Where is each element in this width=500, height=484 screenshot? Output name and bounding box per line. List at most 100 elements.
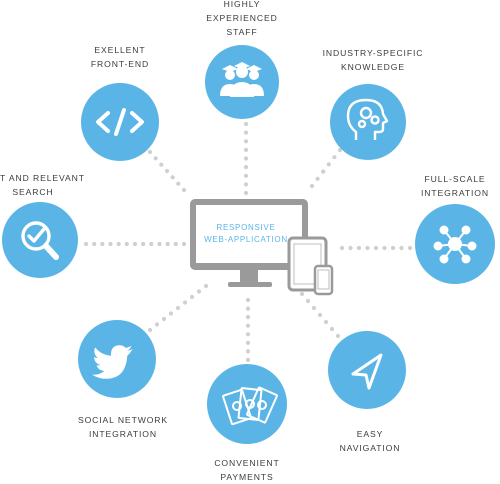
connector-dot (329, 326, 335, 332)
label-line: INDUSTRY-SPECIFIC (322, 48, 424, 58)
label-line: EXPERIENCED (206, 13, 278, 23)
connector-dot (243, 139, 249, 144)
connector-dot (245, 315, 251, 320)
connector-dot (311, 305, 317, 311)
label-line: EASY (356, 429, 384, 439)
connector-dot (337, 147, 343, 153)
label-payments: CONVENIENT PAYMENTS (207, 456, 287, 484)
connector-bottom (245, 297, 251, 363)
connector-dot (245, 340, 251, 345)
feature-node-experienced-staff (205, 45, 279, 119)
connector-bottom-right (299, 291, 341, 339)
head-gears-icon (346, 98, 389, 140)
feature-node-social (78, 320, 156, 398)
connector-dot (164, 168, 170, 174)
connector-dot (243, 173, 249, 178)
connector-dot (108, 241, 113, 247)
connector-dot (175, 305, 181, 311)
connector-dot (83, 241, 89, 247)
label-line: EXELLENT (94, 45, 146, 55)
phone-screen (317, 269, 330, 290)
connector-dot (243, 165, 249, 170)
feature-node-integration (415, 204, 495, 284)
label-line: HIGHLY (223, 0, 261, 9)
monitor-stand (228, 282, 272, 287)
connector-dot (356, 245, 362, 251)
label-experienced-staff: HIGHLY EXPERIENCED STAFF (202, 0, 282, 39)
connector-dot (245, 349, 251, 354)
connector-dot (168, 311, 174, 316)
connector-dot (170, 175, 175, 180)
connector-dot (149, 241, 154, 247)
label-line: SOCIAL NETWORK (77, 415, 169, 425)
connector-dot (182, 300, 188, 305)
connector-dot (245, 323, 251, 328)
connector-dot (399, 245, 404, 251)
connector-dot (161, 316, 167, 322)
connector-dot (365, 245, 370, 251)
code-icon (96, 108, 144, 136)
label-search: FAST AND RELEVANT SEARCH (0, 171, 88, 199)
connector-dot (153, 156, 158, 161)
connector-dot (245, 357, 251, 363)
center-title-line2: WEB-APPLICATION (204, 235, 288, 244)
connector-dot (317, 312, 323, 318)
label-line: CONVENIENT (214, 458, 280, 468)
connector-dot (132, 241, 138, 247)
connector-left (83, 241, 187, 247)
connector-dot (245, 297, 251, 303)
connector-top (243, 121, 249, 196)
connector-dot (154, 322, 160, 327)
connector-dot (373, 245, 379, 251)
connector-dot (189, 294, 195, 300)
label-line: INTEGRATION (89, 429, 157, 439)
monitor-neck (240, 270, 258, 282)
connector-dot (243, 121, 249, 127)
label-navigation: EASY NAVIGATION (330, 427, 410, 455)
connector-dot (243, 147, 249, 152)
twitter-bird-icon (92, 345, 133, 379)
connector-dot (245, 306, 251, 311)
team-icon (220, 62, 264, 97)
connector-dot (203, 283, 209, 289)
connector-dot (382, 245, 387, 251)
connector-dot (147, 327, 153, 333)
connector-dot (321, 169, 326, 174)
connector-bottom-left (147, 283, 209, 333)
label-line: INTEGRATION (421, 188, 489, 198)
label-social: SOCIAL NETWORK INTEGRATION (68, 413, 178, 441)
connector-dot (323, 319, 329, 325)
center-title-line1: RESPONSIVE (216, 223, 276, 232)
connector-dot (176, 181, 181, 186)
connector-dot (335, 333, 341, 339)
banknotes-icon (222, 386, 278, 426)
label-line: FAST AND RELEVANT (0, 173, 85, 183)
label-line: PAYMENTS (220, 472, 274, 482)
feature-node-search (2, 202, 78, 278)
feature-node-front-end (81, 83, 159, 161)
feature-node-industry-knowledge (330, 84, 406, 160)
label-industry-knowledge: INDUSTRY-SPECIFIC KNOWLEDGE (318, 46, 428, 74)
connector-dot (299, 291, 305, 297)
connector-dot (116, 241, 121, 247)
connector-top-left (147, 149, 187, 193)
connector-dot (159, 162, 164, 167)
connector-dot (407, 245, 413, 251)
network-icon (433, 225, 477, 264)
label-line: FULL-SCALE (424, 174, 486, 184)
connector-right (339, 245, 413, 251)
connector-dot (92, 241, 97, 247)
search-check-icon (21, 221, 59, 260)
label-line: KNOWLEDGE (341, 62, 405, 72)
label-line: SEARCH (12, 187, 54, 197)
connector-dot (326, 162, 331, 167)
connector-dot (165, 241, 170, 247)
connector-dot (181, 241, 187, 247)
connector-dot (243, 156, 249, 161)
connector-dot (196, 289, 202, 294)
connector-dot (309, 183, 315, 189)
label-integration: FULL-SCALE INTEGRATION (415, 172, 495, 200)
connector-dot (390, 245, 396, 251)
connector-top-right (309, 147, 343, 189)
